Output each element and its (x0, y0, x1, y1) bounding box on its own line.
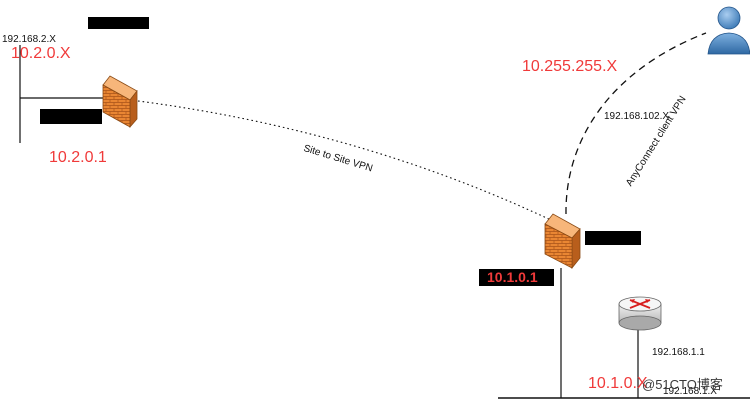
right-subnet-ip: 10.1.0.X (588, 375, 648, 392)
redaction-bar (479, 269, 554, 286)
left-subnet-ip: 10.2.0.X (11, 45, 71, 62)
right-subnet-label: 192.168.1.X (663, 386, 717, 397)
left-gateway-ip: 10.2.0.1 (49, 149, 107, 166)
right-site-network (498, 268, 750, 399)
watermark: @51CTO博客 (642, 377, 723, 392)
user-icon (707, 6, 750, 55)
site-to-site-link (137, 100, 554, 222)
router-ip: 192.168.1.1 (652, 347, 705, 358)
left-site-network (19, 45, 105, 143)
redaction-bar (585, 231, 641, 245)
firewall-icon (102, 75, 138, 129)
redaction-bar (88, 17, 149, 29)
left-subnet-label: 192.168.2.X (2, 34, 56, 45)
right-firewall-ip: 10.1.0.1 (487, 269, 538, 285)
redaction-bar (40, 109, 102, 124)
anyconnect-link (565, 32, 707, 215)
router-icon (618, 296, 662, 331)
firewall-icon (544, 213, 581, 270)
remote-client-subnet: 192.168.102.X (604, 111, 670, 122)
remote-pool-ip: 10.255.255.X (522, 58, 618, 75)
